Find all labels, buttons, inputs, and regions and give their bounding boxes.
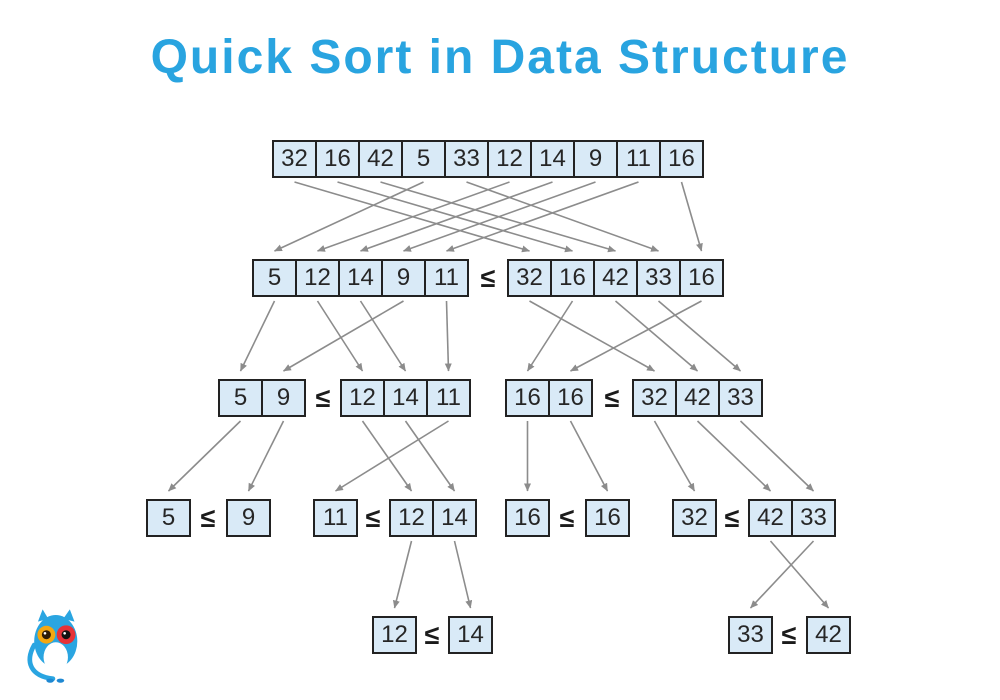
array-cell: 42 bbox=[593, 259, 638, 297]
array-cell: 5 bbox=[218, 379, 263, 417]
leq-symbol: ≤ bbox=[781, 619, 797, 650]
leq-symbol: ≤ bbox=[559, 502, 575, 533]
array-group: 12 14 11 bbox=[340, 379, 471, 417]
array-group: 5 bbox=[146, 499, 191, 537]
array-group: 33 bbox=[728, 616, 773, 654]
array-cell: 14 bbox=[530, 140, 575, 178]
array-cell: 11 bbox=[426, 379, 471, 417]
array-cell: 14 bbox=[448, 616, 493, 654]
array-cell: 16 bbox=[505, 499, 550, 537]
array-cell: 12 bbox=[295, 259, 340, 297]
array-group: 42 33 bbox=[748, 499, 836, 537]
array-cell: 14 bbox=[432, 499, 477, 537]
leq-symbol: ≤ bbox=[604, 382, 620, 413]
array-cell: 12 bbox=[340, 379, 385, 417]
array-cell: 42 bbox=[806, 616, 851, 654]
array-group: 5 12 14 9 11 bbox=[252, 259, 469, 297]
array-group: 9 bbox=[226, 499, 271, 537]
array-cell: 9 bbox=[226, 499, 271, 537]
array-cell: 32 bbox=[632, 379, 677, 417]
array-cell: 42 bbox=[358, 140, 403, 178]
array-group: 32 bbox=[672, 499, 717, 537]
array-group: 16 16 bbox=[505, 379, 593, 417]
array-cell: 9 bbox=[261, 379, 306, 417]
array-cell: 32 bbox=[272, 140, 317, 178]
array-cell: 12 bbox=[372, 616, 417, 654]
array-cell: 33 bbox=[728, 616, 773, 654]
array-cell: 16 bbox=[505, 379, 550, 417]
array-cell: 11 bbox=[313, 499, 358, 537]
array-cell: 16 bbox=[315, 140, 360, 178]
array-cell: 14 bbox=[338, 259, 383, 297]
array-cell: 16 bbox=[548, 379, 593, 417]
array-cell: 33 bbox=[636, 259, 681, 297]
array-cell: 16 bbox=[550, 259, 595, 297]
array-cell: 14 bbox=[383, 379, 428, 417]
leq-symbol: ≤ bbox=[724, 502, 740, 533]
array-cell: 33 bbox=[791, 499, 836, 537]
array-cell: 42 bbox=[675, 379, 720, 417]
array-group: 16 bbox=[585, 499, 630, 537]
array-cell: 42 bbox=[748, 499, 793, 537]
array-cell: 5 bbox=[252, 259, 297, 297]
array-cell: 16 bbox=[585, 499, 630, 537]
leq-symbol: ≤ bbox=[365, 502, 381, 533]
array-cell: 9 bbox=[381, 259, 426, 297]
owl-icon bbox=[27, 609, 78, 683]
array-cell: 32 bbox=[672, 499, 717, 537]
array-group: 12 bbox=[372, 616, 417, 654]
leq-symbol: ≤ bbox=[315, 382, 331, 413]
array-cell: 32 bbox=[507, 259, 552, 297]
array-cell: 33 bbox=[444, 140, 489, 178]
page-title: Quick Sort in Data Structure bbox=[150, 31, 850, 84]
array-cell: 9 bbox=[573, 140, 618, 178]
array-cell: 12 bbox=[487, 140, 532, 178]
array-cell: 33 bbox=[718, 379, 763, 417]
array-group: 32 16 42 33 16 bbox=[507, 259, 724, 297]
array-cell: 5 bbox=[401, 140, 446, 178]
array-group: 11 bbox=[313, 499, 358, 537]
array-cell: 11 bbox=[616, 140, 661, 178]
leq-symbol: ≤ bbox=[424, 619, 440, 650]
array-cell: 12 bbox=[389, 499, 434, 537]
array-cell: 11 bbox=[424, 259, 469, 297]
owl-logo bbox=[22, 604, 82, 691]
array-group: 42 bbox=[806, 616, 851, 654]
array-cell: 5 bbox=[146, 499, 191, 537]
array-cell: 16 bbox=[679, 259, 724, 297]
array-group: 5 9 bbox=[218, 379, 306, 417]
array-group: 32 16 42 5 33 12 14 9 11 16 bbox=[272, 140, 704, 178]
array-cell: 16 bbox=[659, 140, 704, 178]
array-group: 14 bbox=[448, 616, 493, 654]
leq-symbol: ≤ bbox=[480, 262, 496, 293]
array-group: 32 42 33 bbox=[632, 379, 763, 417]
array-group: 12 14 bbox=[389, 499, 477, 537]
leq-symbol: ≤ bbox=[200, 502, 216, 533]
array-group: 16 bbox=[505, 499, 550, 537]
